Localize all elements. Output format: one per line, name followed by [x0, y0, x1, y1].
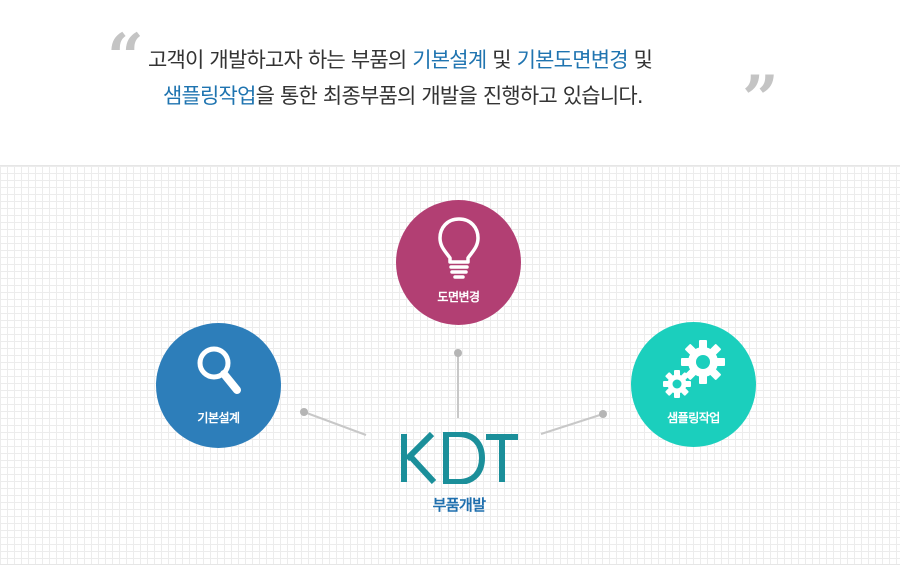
connector-dot-left [300, 408, 308, 416]
node-label: 도면변경 [437, 290, 480, 304]
connector-line-right [540, 413, 604, 435]
connector-dot-right [599, 410, 607, 418]
statement-text: 을 통한 최종부품의 개발을 진행하고 있습니다. [255, 84, 644, 108]
gears-icon [631, 338, 756, 403]
statement-text: 및 [627, 48, 653, 72]
node-label: 기본설계 [197, 411, 240, 425]
kdt-logo [398, 431, 520, 488]
lightbulb-icon [396, 216, 521, 283]
node-label: 샘플링작업 [667, 411, 720, 425]
statement-line-2: 샘플링작업을 통한 최종부품의 개발을 진행하고 있습니다. [163, 80, 644, 110]
node-sampling-work: 샘플링작업 [631, 322, 756, 447]
connector-dot-top [454, 349, 462, 357]
magnifier-icon [156, 343, 281, 400]
statement-text: 고객이 개발하고자 하는 부품의 [148, 48, 413, 72]
node-drawing-change: 도면변경 [396, 200, 521, 325]
highlight-text: 샘플링작업 [163, 84, 256, 108]
highlight-text: 기본설계 [412, 48, 487, 72]
highlight-text: 기본도면변경 [516, 48, 629, 72]
close-quote-icon: ” [742, 62, 779, 137]
open-quote-icon: “ [107, 20, 144, 95]
center-label: 부품개발 [432, 496, 486, 514]
statement-text: 및 [486, 48, 517, 72]
connector-line-left [303, 411, 367, 436]
node-basic-design: 기본설계 [156, 323, 281, 448]
statement-line-1: 고객이 개발하고자 하는 부품의 기본설계 및 기본도면변경 및 [148, 44, 653, 74]
